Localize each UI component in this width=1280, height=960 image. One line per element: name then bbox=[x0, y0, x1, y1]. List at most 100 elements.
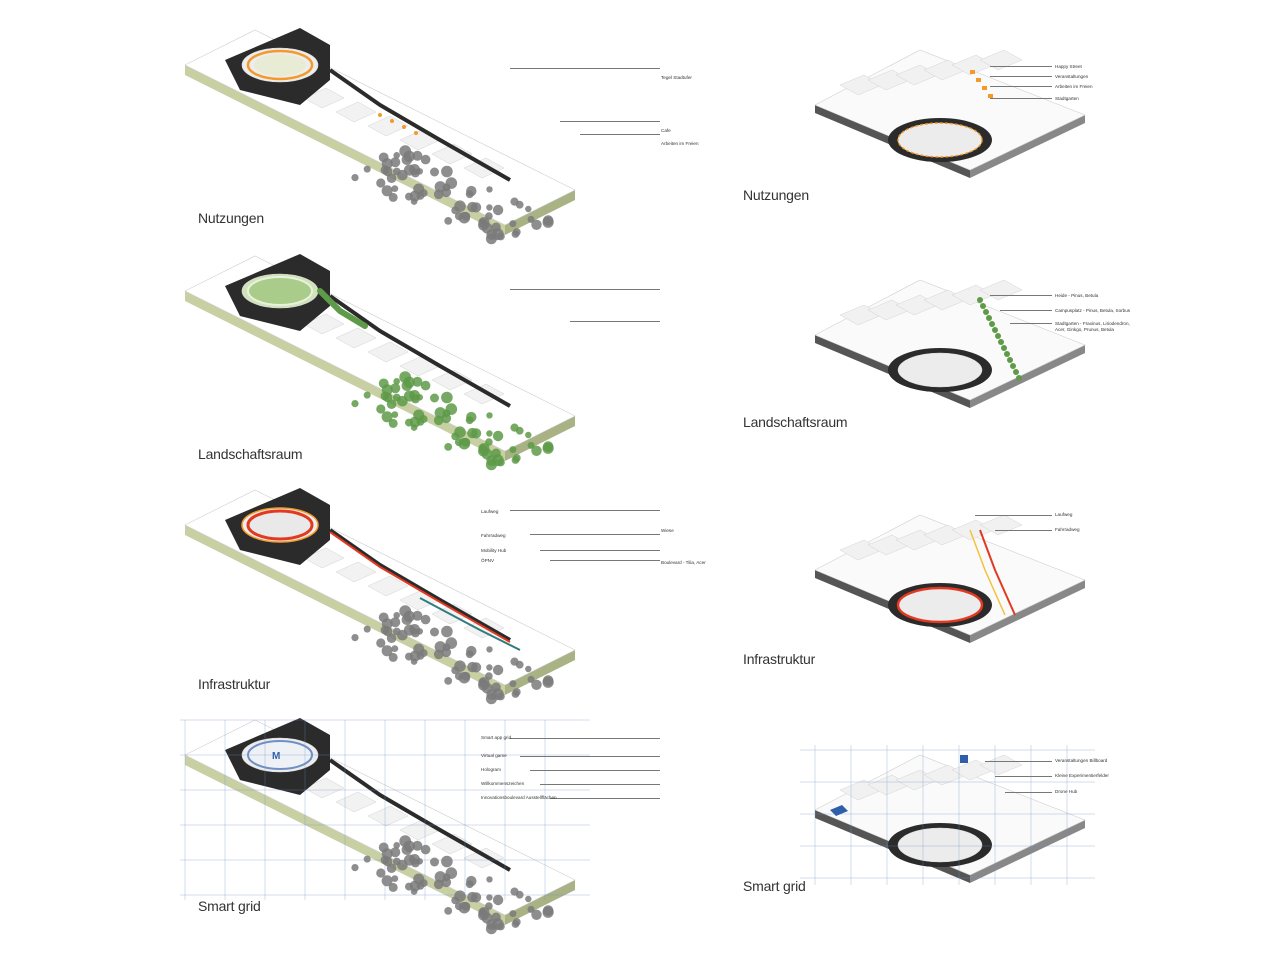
tree bbox=[441, 391, 453, 404]
tree bbox=[376, 404, 386, 414]
tree bbox=[527, 441, 535, 449]
tree bbox=[486, 646, 493, 653]
tree bbox=[461, 901, 471, 911]
tree bbox=[383, 856, 393, 867]
tree bbox=[378, 612, 389, 623]
tree bbox=[510, 423, 519, 432]
tree bbox=[542, 441, 554, 452]
tree bbox=[466, 645, 477, 657]
tree bbox=[510, 197, 519, 206]
tree bbox=[383, 166, 393, 177]
site-diagram-left-infrastructure bbox=[184, 488, 576, 705]
tree bbox=[412, 840, 423, 851]
annotation: Hologram bbox=[481, 767, 501, 772]
site-diagram-right-landscape bbox=[814, 279, 1086, 408]
tree bbox=[525, 205, 532, 213]
tree bbox=[381, 875, 393, 887]
tree bbox=[471, 662, 482, 673]
tree bbox=[486, 204, 493, 211]
site-diagram-right-uses bbox=[814, 49, 1086, 178]
tree bbox=[466, 875, 477, 887]
use-marker bbox=[414, 131, 418, 135]
tree bbox=[486, 876, 493, 883]
tree bbox=[444, 443, 453, 451]
building bbox=[335, 327, 377, 349]
ground-side bbox=[505, 190, 575, 235]
block-side bbox=[970, 115, 1085, 178]
tree bbox=[351, 634, 359, 642]
tree bbox=[390, 383, 401, 394]
tree bbox=[492, 430, 504, 442]
tree bbox=[393, 152, 400, 159]
tree bbox=[405, 882, 413, 891]
tree bbox=[486, 664, 493, 671]
tree bbox=[376, 638, 386, 648]
use-marker bbox=[988, 94, 993, 98]
tree bbox=[388, 652, 398, 662]
building bbox=[335, 791, 377, 813]
tree bbox=[481, 448, 493, 460]
building bbox=[303, 547, 345, 569]
tree bbox=[481, 912, 493, 924]
annotation: Campusplatz - Pinus, Betula, Sorbus bbox=[1055, 308, 1131, 313]
annotation: Wiese bbox=[661, 528, 674, 533]
tree bbox=[388, 882, 398, 892]
tree bbox=[416, 394, 423, 401]
event-ring bbox=[246, 49, 314, 81]
tree bbox=[461, 671, 471, 681]
ground-side bbox=[505, 650, 575, 695]
tree bbox=[403, 376, 415, 388]
tree bbox=[405, 192, 413, 201]
annotation: Veranstaltungen bbox=[1055, 74, 1089, 79]
building bbox=[431, 143, 473, 165]
tree bbox=[376, 868, 386, 878]
tree bbox=[1004, 351, 1010, 357]
tree bbox=[531, 219, 542, 230]
annotation: Happy Street bbox=[1055, 64, 1082, 69]
tree bbox=[542, 905, 554, 916]
tree bbox=[525, 665, 532, 673]
right-panel-nutzungen bbox=[800, 30, 1100, 210]
tree bbox=[445, 403, 458, 415]
tree bbox=[509, 220, 517, 228]
use-marker bbox=[402, 125, 406, 129]
tree bbox=[351, 864, 359, 872]
tree bbox=[434, 407, 446, 419]
building bbox=[367, 575, 409, 597]
tree bbox=[485, 438, 493, 446]
right-panel-smart-grid bbox=[800, 735, 1100, 915]
tree bbox=[471, 892, 482, 903]
tree bbox=[420, 380, 431, 391]
tree bbox=[1013, 369, 1019, 375]
tree bbox=[363, 625, 371, 633]
annotation: Arbeiten im Freien bbox=[1055, 84, 1093, 89]
building bbox=[335, 101, 377, 123]
building bbox=[367, 805, 409, 827]
block-side bbox=[970, 820, 1085, 883]
annotation: ÖPNV bbox=[481, 558, 495, 563]
tree bbox=[461, 437, 471, 447]
tree bbox=[430, 627, 439, 637]
tree bbox=[419, 649, 428, 658]
tree bbox=[454, 890, 466, 902]
annotation: Laufweg bbox=[1055, 512, 1073, 517]
tree bbox=[527, 675, 535, 683]
annotation: Stadtgarten - Fraxinus, Liriodendron, Ac… bbox=[1055, 321, 1130, 332]
tree bbox=[445, 637, 458, 649]
tree bbox=[403, 610, 415, 622]
tree bbox=[393, 842, 400, 849]
tree bbox=[989, 321, 995, 327]
tree bbox=[419, 189, 428, 198]
tree bbox=[992, 327, 998, 333]
building bbox=[303, 313, 345, 335]
road bbox=[328, 758, 511, 872]
tree bbox=[397, 395, 408, 407]
tree bbox=[525, 431, 532, 439]
tree bbox=[405, 652, 413, 661]
boulevard-trees bbox=[317, 288, 368, 329]
tree bbox=[481, 682, 493, 694]
tree bbox=[1010, 363, 1016, 369]
site-diagram-left-landscape bbox=[184, 254, 576, 471]
tree bbox=[434, 871, 446, 883]
tree bbox=[491, 454, 504, 467]
